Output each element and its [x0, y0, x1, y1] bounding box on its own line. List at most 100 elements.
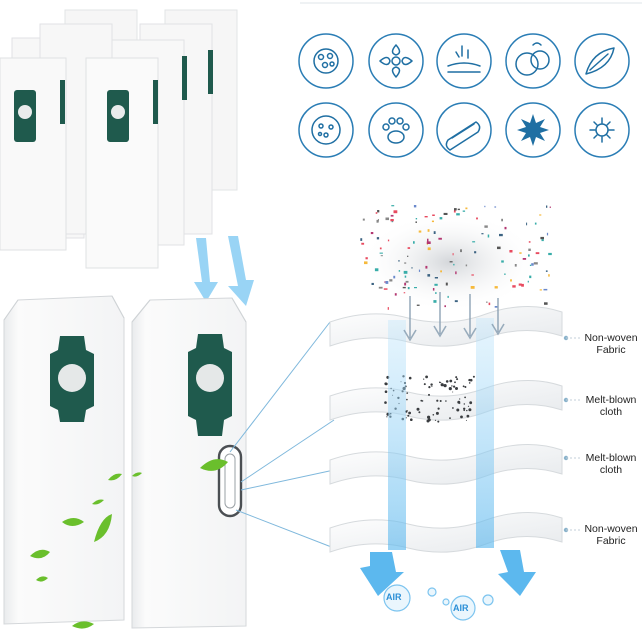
filter-bag-right	[131, 297, 247, 629]
dust-particle	[447, 295, 449, 298]
trapped-dust	[472, 375, 475, 378]
trapped-dust	[428, 393, 430, 396]
trapped-dust	[469, 378, 473, 382]
dust-particle	[390, 214, 394, 217]
trapped-dust	[456, 408, 460, 412]
trapped-dust	[407, 414, 410, 417]
callout-lines	[229, 321, 335, 549]
filter-layers	[329, 305, 563, 553]
trapped-dust	[384, 401, 387, 404]
dust-particle	[549, 206, 551, 208]
dust-particle	[471, 274, 474, 276]
trapped-dust	[431, 385, 433, 387]
dust-particle	[504, 226, 507, 230]
trapped-dust	[455, 387, 458, 390]
trapped-dust	[420, 399, 423, 402]
trapped-dust	[469, 401, 473, 405]
fruit-icon	[505, 33, 561, 89]
dust-particle	[394, 293, 397, 296]
dust-particle	[364, 261, 368, 265]
trapped-dust	[406, 392, 409, 394]
dust-particle	[484, 205, 486, 208]
trapped-dust	[408, 411, 411, 415]
leaves	[30, 459, 228, 629]
zoom-marker	[217, 444, 243, 518]
bag-stack	[0, 9, 238, 269]
feather-icon	[574, 33, 630, 89]
trapped-dust	[416, 407, 420, 411]
trapped-dust	[463, 403, 465, 405]
trapped-dust	[406, 398, 408, 401]
trapped-dust	[459, 398, 461, 400]
dust-particle	[414, 287, 417, 289]
dust-particle	[377, 219, 379, 222]
dust-particle	[376, 219, 379, 223]
dust-particle	[527, 280, 529, 283]
dust-particle	[465, 264, 468, 267]
dust-particle	[445, 282, 448, 286]
dust-particle	[413, 241, 415, 244]
trapped-dust	[464, 386, 467, 388]
dust-particle	[411, 267, 413, 269]
dust-particle	[402, 286, 406, 289]
dust-particle	[540, 236, 544, 240]
dust-particle	[529, 264, 532, 266]
dust-particle	[546, 232, 549, 236]
dust-particle	[407, 287, 410, 290]
trapped-dust	[467, 405, 470, 407]
dust-particle	[453, 210, 456, 213]
dust-particle	[418, 269, 421, 272]
dust-particle	[376, 237, 380, 240]
trapped-dust	[449, 379, 453, 383]
dust-particle	[427, 274, 431, 277]
dust-particle	[501, 260, 504, 263]
layer-sheet	[329, 511, 563, 553]
dust-particle	[548, 274, 550, 277]
dust-particle	[455, 271, 457, 275]
dust-particle	[398, 270, 401, 272]
dust-particle	[393, 210, 398, 214]
trapped-dust	[423, 378, 425, 380]
trapped-dust	[452, 391, 454, 393]
dust-particle	[404, 282, 407, 286]
trapped-dust	[468, 408, 472, 412]
skin-flakes-icon	[436, 33, 492, 89]
trapped-dust	[451, 385, 453, 387]
trapped-dust	[437, 420, 440, 423]
flower-icon	[368, 33, 424, 89]
dust-particle	[454, 208, 457, 211]
dust-particle	[444, 305, 446, 308]
dust-particle	[374, 268, 379, 272]
dust-particle	[379, 252, 383, 254]
microbe-icon	[574, 102, 630, 158]
dust-particle	[497, 246, 501, 250]
layer-sheet	[329, 443, 563, 485]
dust-particle	[501, 218, 503, 222]
dust-particle	[361, 242, 365, 245]
trapped-dust	[466, 414, 470, 418]
dust-cloud	[360, 205, 552, 312]
dust-particle	[474, 251, 477, 254]
dust-particle	[416, 304, 420, 306]
trapped-dust	[427, 415, 431, 419]
dust-particle	[360, 238, 363, 241]
trapped-dust	[384, 382, 388, 386]
dust-particle	[534, 222, 537, 225]
label-connectors	[563, 335, 569, 533]
dust-particle	[403, 292, 406, 294]
paw-icon	[368, 102, 424, 158]
dust-particle	[546, 205, 548, 208]
dust-particle	[456, 213, 460, 216]
dust-particle	[385, 281, 389, 284]
trapped-dust	[445, 380, 449, 383]
dust-particle	[404, 262, 407, 264]
airflow-down-arrows	[194, 236, 254, 306]
dust-particle	[494, 286, 498, 289]
trapped-dust	[463, 407, 466, 410]
dust-particle	[528, 248, 531, 251]
dust-particle	[486, 301, 488, 303]
dust-particle	[435, 292, 437, 294]
dust-particle	[472, 241, 476, 243]
trapped-dust	[432, 414, 435, 416]
